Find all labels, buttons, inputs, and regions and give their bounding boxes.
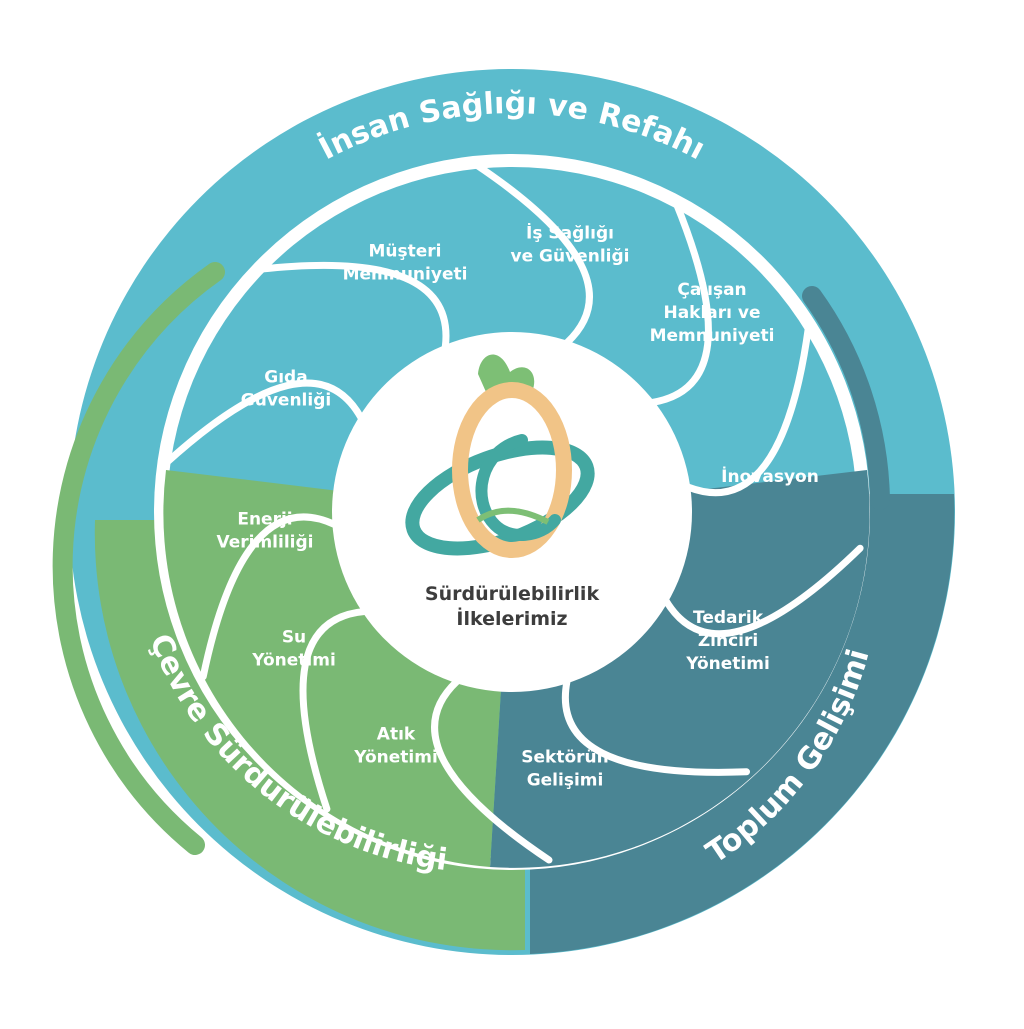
segment-label-5-line-2: Zinciri: [698, 631, 758, 651]
segment-label-7-line-1: Atık: [377, 725, 416, 745]
sustainability-logo: [405, 354, 595, 558]
segment-divider-4: [648, 199, 712, 406]
segment-divider-7: [562, 677, 750, 776]
green-stripe: [52, 262, 225, 855]
segment-label-8-line-2: Yönetimi: [251, 651, 336, 671]
segment-label-5-line-3: Yönetimi: [685, 654, 770, 674]
segment-label-3-line-3: Memnuniyeti: [650, 326, 775, 346]
segment-label-4-line-1: İnovasyon: [721, 465, 819, 487]
segment-divider-8: [431, 677, 553, 864]
segment-divider-6: [662, 544, 864, 638]
segment-label-2-line-1: İş Sağlığı: [526, 222, 614, 244]
segment-divider-5: [684, 322, 813, 497]
segment-label-7-line-2: Yönetimi: [353, 748, 438, 768]
segment-label-6-line-2: Gelişimi: [527, 771, 604, 791]
segment-label-3-line-1: Çalışan: [677, 280, 746, 300]
segment-label-9-line-2: Verimliliği: [217, 533, 314, 553]
segment-label-5-line-1: Tedarik: [693, 608, 764, 628]
logo-hill: [476, 507, 550, 525]
segment-divider-1: [161, 379, 365, 468]
segment-label-3-line-2: Hakları ve: [663, 303, 760, 323]
segment-label-10-line-2: Güvenliği: [241, 391, 331, 411]
segment-label-1-line-1: Müşteri: [368, 242, 441, 262]
logo-egg: [452, 382, 572, 558]
segment-dividers: [161, 160, 864, 864]
segment-divider-9: [299, 608, 368, 813]
segment-label-8-line-1: Su: [282, 628, 306, 648]
segment-divider-2: [256, 261, 450, 351]
segment-label-2: İş Sağlığı ve Güvenliği: [511, 222, 630, 267]
outer-ring-environment-band: [94, 520, 525, 951]
segment-label-2-line-2: ve Güvenliği: [511, 247, 630, 267]
center-title-line1: Sürdürülebilirlik: [425, 583, 600, 605]
segment-label-1-line-2: Memnuniyeti: [343, 265, 468, 285]
segment-divider-10: [199, 513, 338, 681]
logo-swoosh: [475, 434, 561, 541]
segment-label-6-line-1: Sektörün: [521, 748, 608, 768]
segment-label-9-line-1: Enerji: [237, 510, 292, 530]
segment-label-4: İnovasyon: [721, 465, 819, 487]
segment-divider-3: [471, 160, 593, 347]
center-title-line2: İlkelerimiz: [456, 606, 567, 630]
society-stripe: [802, 286, 890, 510]
segment-label-10-line-1: Gıda: [264, 368, 307, 388]
